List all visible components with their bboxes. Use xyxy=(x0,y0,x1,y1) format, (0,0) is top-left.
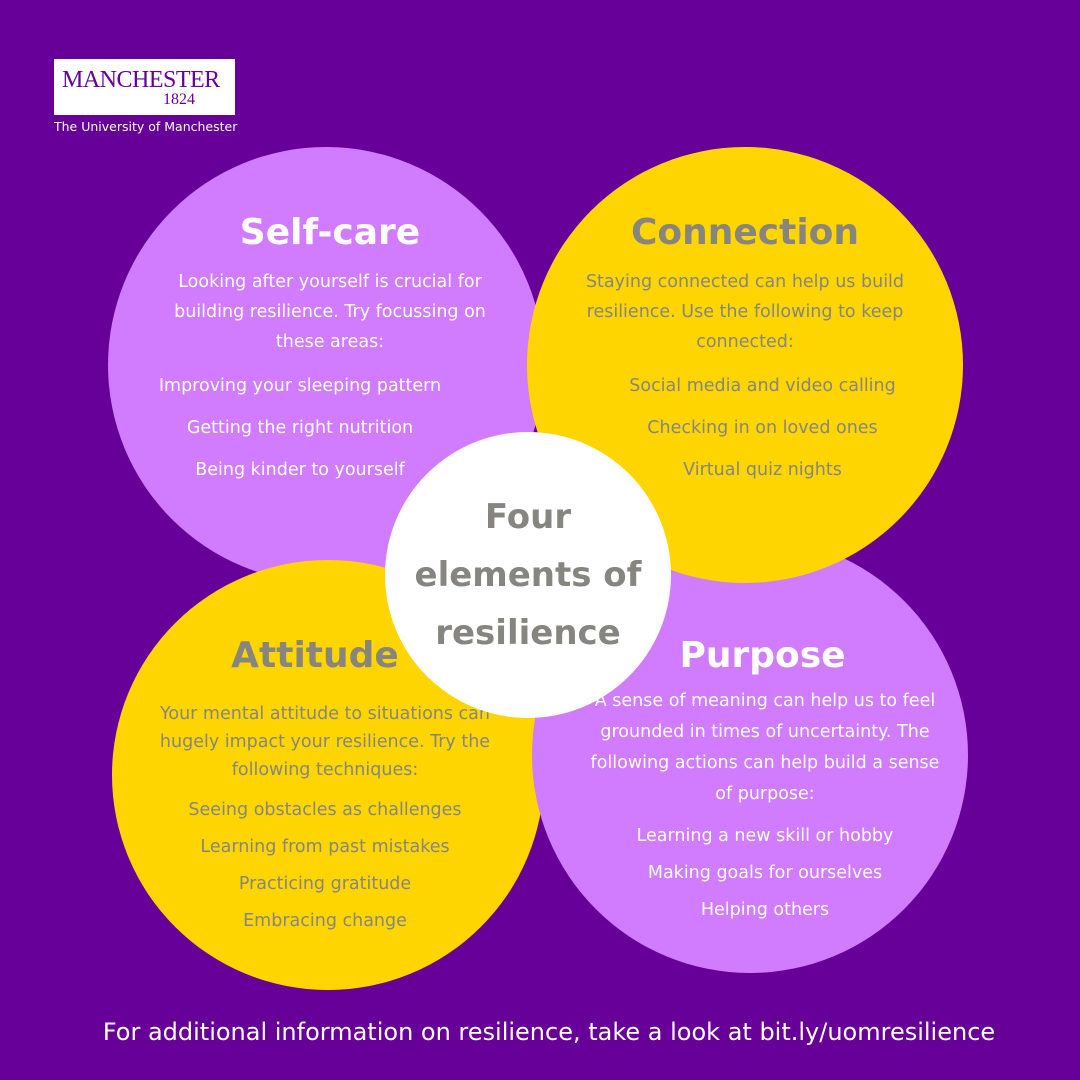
connection-section: Connection Staying connected can help us… xyxy=(575,212,915,491)
self-care-item: Being kinder to yourself xyxy=(195,460,405,480)
connection-description: Staying connected can help us build resi… xyxy=(585,272,905,352)
attitude-description: Your mental attitude to situations can h… xyxy=(159,704,491,780)
self-care-item: Getting the right nutrition xyxy=(186,418,414,438)
footer-link-text: For additional information on resilience… xyxy=(102,1018,996,1046)
self-care-title: Self-care xyxy=(239,212,421,253)
purpose-item: Making goals for ourselves xyxy=(647,863,883,883)
purpose-title: Purpose xyxy=(679,635,846,676)
purpose-item: Helping others xyxy=(700,900,830,920)
attitude-title: Attitude xyxy=(231,635,399,676)
attitude-item: Practicing gratitude xyxy=(238,874,412,894)
center-circle xyxy=(385,432,671,718)
attitude-item: Learning from past mistakes xyxy=(200,837,450,857)
university-name: The University of Manchester xyxy=(54,119,238,134)
self-care-description: Looking after yourself is crucial for bu… xyxy=(174,272,486,352)
purpose-item: Learning a new skill or hobby xyxy=(636,826,894,846)
center-title: Four elements of resilience xyxy=(385,432,671,718)
connection-title: Connection xyxy=(630,212,860,253)
purpose-description: A sense of meaning can help us to feel g… xyxy=(590,691,940,804)
university-logo: MANCHESTER 1824 xyxy=(54,59,235,115)
connection-item: Checking in on loved ones xyxy=(647,418,878,438)
logo-name: MANCHESTER xyxy=(62,67,220,93)
logo-year: 1824 xyxy=(163,91,195,108)
connection-item: Social media and video calling xyxy=(629,376,896,396)
connection-item: Virtual quiz nights xyxy=(683,460,842,480)
self-care-section: Self-care Looking after yourself is cruc… xyxy=(150,212,510,491)
attitude-section: Attitude Your mental attitude to situati… xyxy=(150,635,500,940)
center-title-text: Four elements of resilience xyxy=(414,497,642,653)
self-care-item: Improving your sleeping pattern xyxy=(158,376,442,396)
attitude-item: Embracing change xyxy=(243,911,407,931)
attitude-item: Seeing obstacles as challenges xyxy=(188,800,462,820)
purpose-section: Purpose A sense of meaning can help us t… xyxy=(590,635,940,929)
